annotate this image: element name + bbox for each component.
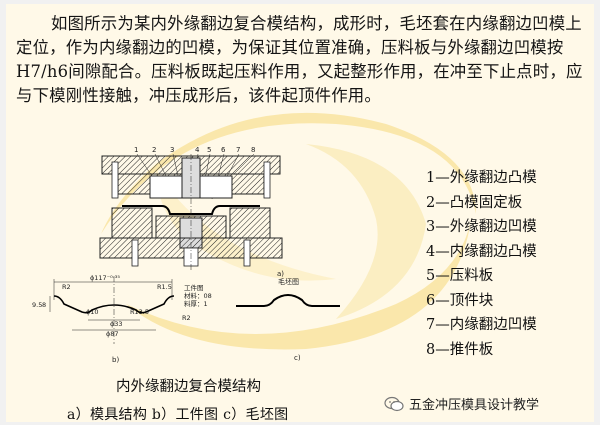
legend-item: 7—内缘翻边凹模 <box>426 317 537 333</box>
svg-text:1: 1 <box>134 146 138 154</box>
svg-text:ϕ87: ϕ87 <box>106 330 119 338</box>
legend-item: 4—内缘翻边凸模 <box>426 243 537 260</box>
figure-subcaption: a）模具结构 b）工件图 c）毛坯图 <box>67 407 289 422</box>
svg-text:R2: R2 <box>62 283 71 291</box>
slide: 如图所示为某内外缘翻边复合模结构，成形时，毛坯套在内缘翻边凹模上定位，作为内缘翻… <box>6 4 594 422</box>
wechat-account-name: 五金冲压模具设计教学 <box>409 398 540 413</box>
legend-item: 5—压料板 <box>426 268 494 284</box>
figure-caption: 内外缘翻边复合模结构 <box>116 379 261 395</box>
fig-c-title: 毛坯图 <box>278 277 299 286</box>
fig-b-label: b) <box>112 356 119 364</box>
svg-text:R1.5: R1.5 <box>157 283 172 291</box>
fig-c-label: c) <box>294 354 301 362</box>
blank-drawing: 毛坯图 c) <box>236 277 340 362</box>
legend-item: 6—顶件块 <box>426 292 494 309</box>
svg-text:5: 5 <box>207 146 211 154</box>
part-number-callouts: 1 2 3 4 5 6 7 8 <box>134 146 255 154</box>
svg-text:ϕ10: ϕ10 <box>86 308 99 316</box>
svg-text:6: 6 <box>221 146 226 154</box>
svg-text:8: 8 <box>251 146 255 154</box>
wechat-watermark: 五金冲压模具设计教学 <box>384 394 539 413</box>
wechat-icon <box>384 396 404 411</box>
svg-text:4: 4 <box>195 146 200 154</box>
svg-text:2: 2 <box>152 146 156 154</box>
svg-text:9.5: 9.5 <box>32 301 42 309</box>
svg-text:材料：08: 材料：08 <box>184 291 212 300</box>
svg-text:工件图: 工件图 <box>184 283 204 292</box>
intro-paragraph: 如图所示为某内外缘翻边复合模结构，成形时，毛坯套在内缘翻边凹模上定位，作为内缘翻… <box>16 14 583 105</box>
fig-a-label: a) <box>277 270 284 278</box>
legend-item: 1—外缘翻边凸模 <box>426 170 537 186</box>
svg-text:ϕ117⁻⁰·³⁵: ϕ117⁻⁰·³⁵ <box>90 274 120 282</box>
svg-text:8: 8 <box>42 301 46 309</box>
svg-text:3: 3 <box>170 146 174 154</box>
workpiece-drawing: ϕ117⁻⁰·³⁵ R2 R1.5 9.5 8 ϕ10 R13.5 ϕ33 ϕ8… <box>32 274 212 364</box>
die-structure-drawing: 1 2 3 4 5 6 7 8 <box>99 146 284 278</box>
svg-text:7: 7 <box>236 146 240 154</box>
legend-item: 8—推件板 <box>426 341 494 358</box>
legend-item: 2—凸模固定板 <box>426 194 523 211</box>
svg-text:料厚：1: 料厚：1 <box>184 299 208 308</box>
part-legend: 1—外缘翻边凸模 2—凸模固定板 3—外缘翻边凹模 4—内缘翻边凸模 5—压料板… <box>426 166 537 362</box>
legend-item: 3—外缘翻边凹模 <box>426 219 537 235</box>
svg-text:ϕ33: ϕ33 <box>110 320 123 328</box>
svg-text:R2: R2 <box>182 314 191 322</box>
